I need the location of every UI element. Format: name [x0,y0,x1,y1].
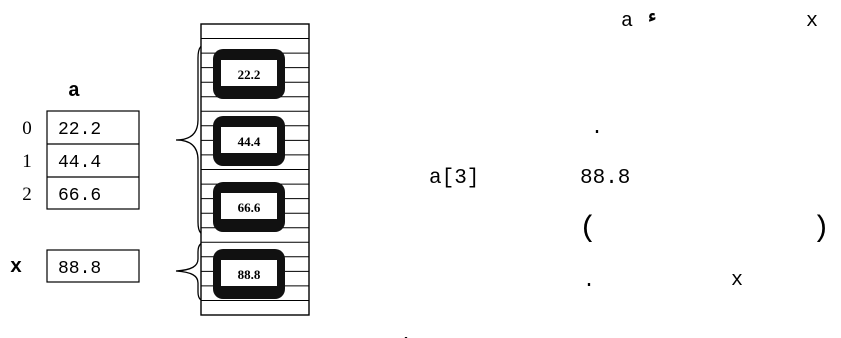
array-value-1: 44.4 [58,153,101,173]
variable-name-label: x [10,256,22,279]
memory-cell-value: 88.8 [238,267,261,282]
array-value-0: 22.2 [58,120,101,140]
variable-value: 88.8 [58,259,101,279]
text-a3: a[3] [429,167,479,190]
array-index-1: 1 [22,151,32,172]
text-dot-footer: . [400,324,412,338]
array-table: 0 1 2 22.2 44.4 66.6 [22,110,140,210]
variable-value-box [46,249,140,283]
memory-cell-value: 66.6 [238,200,261,215]
array-brace [175,42,214,237]
array-index-0: 0 [22,118,32,139]
text-dot-1: . [591,117,603,140]
array-value-2: 66.6 [58,186,101,206]
text-dot-2: . [583,270,595,293]
text-x: x [806,10,818,33]
text-88-8: 88.8 [580,167,630,190]
array-name-label: a [68,80,80,103]
memory-cell-value: 22.2 [238,67,261,82]
text-a: a [621,10,633,33]
text-close-paren: ) [812,212,830,246]
text-x-2: x [731,269,743,292]
memory-cells: 22.2 44.4 66.6 88.8 [213,49,285,299]
text-open-paren: ( [579,212,597,246]
text-hamza: ء [648,6,656,26]
memory-cell-box [221,127,277,153]
variable-box: x 88.8 [10,249,140,283]
memory-cell-box [221,60,277,86]
memory-column: 22.2 44.4 66.6 88.8 [200,23,310,316]
memory-cell-value: 44.4 [238,134,261,149]
memory-cell-box [221,193,277,219]
array-table-border [46,110,140,210]
array-index-2: 2 [22,184,32,205]
variable-brace [175,240,214,303]
memory-cell-box [221,260,277,286]
